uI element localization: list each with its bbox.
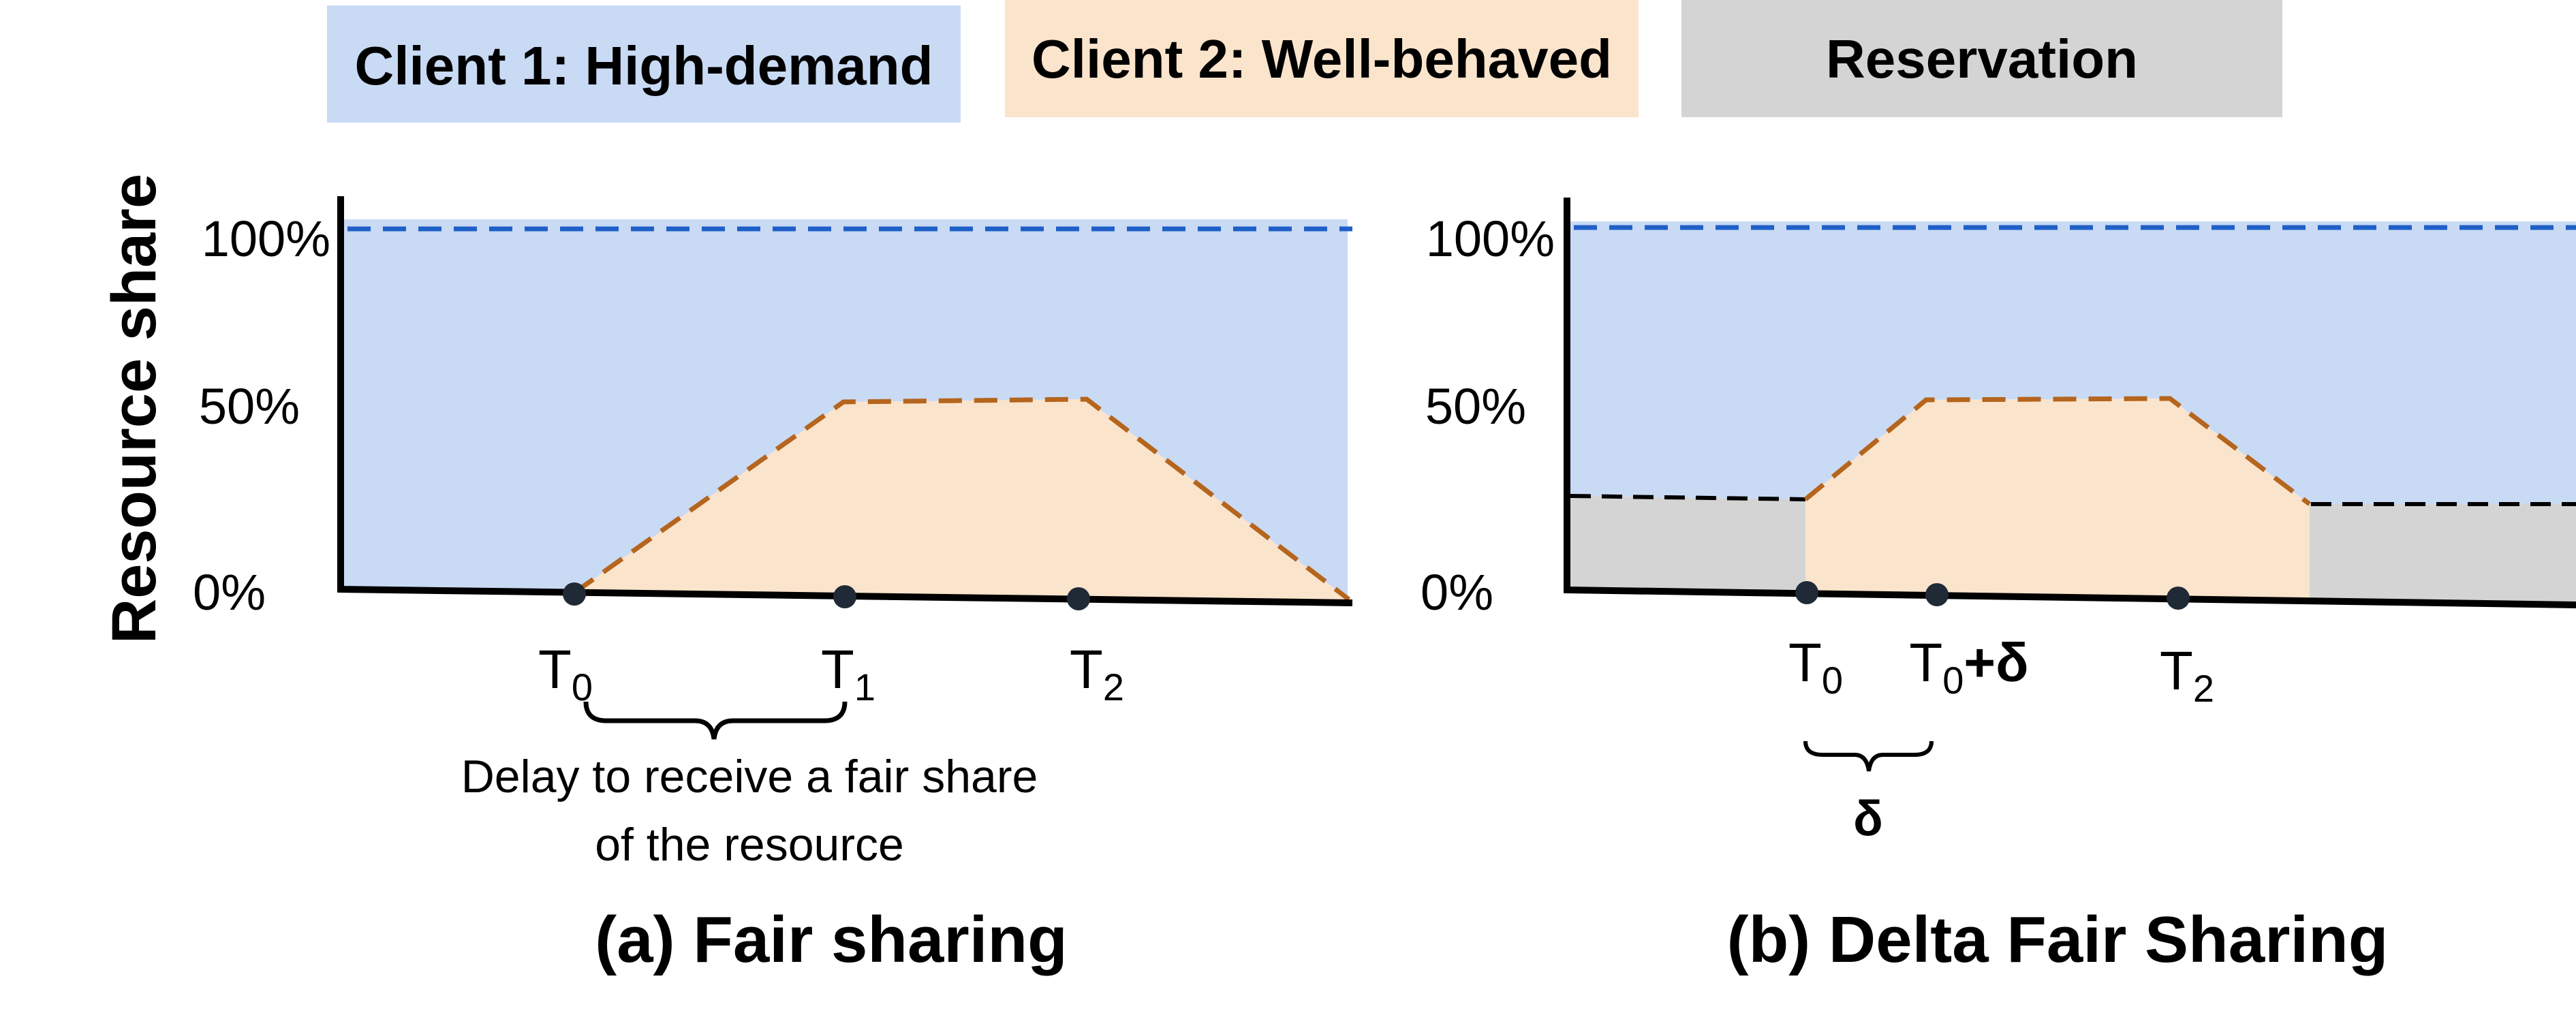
- panel-a-delay-brace: [583, 701, 848, 740]
- panel-b-ytick-0: 0%: [1421, 564, 1493, 621]
- panel-b-caption: (b) Delta Fair Sharing: [1727, 903, 2389, 976]
- panel-b-reservation-area-right: [2310, 504, 2576, 604]
- legend-client2: Client 2: Well-behaved: [1005, 0, 1639, 117]
- panel-b-marker-t0-delta: [1925, 583, 1949, 606]
- panel-b: 100% 50% 0% T0 T0+δ T2 δ (b) Delta Fair …: [1421, 198, 2576, 976]
- panel-b-marker-t2: [2167, 587, 2190, 610]
- panel-b-label-t2: T2: [2160, 640, 2214, 710]
- panel-b-brace-note: δ: [1853, 792, 1883, 846]
- panel-b-axes: [1564, 198, 2576, 608]
- panel-a-marker-t2: [1067, 587, 1090, 610]
- legend-reservation-swatch: [1681, 0, 2282, 117]
- panel-b-ytick-100: 100%: [1426, 210, 1555, 267]
- panel-a-axes: [337, 196, 1353, 606]
- panel-a-ytick-100: 100%: [202, 210, 330, 267]
- panel-b-label-t0-delta: T0+δ: [1909, 632, 2028, 702]
- panel-a-ytick-50: 50%: [199, 378, 300, 435]
- panel-a-label-t2: T2: [1070, 639, 1124, 708]
- panel-a-marker-t1: [833, 585, 856, 608]
- legend-reservation-label: Reservation: [1826, 29, 2138, 89]
- panel-b-label-t0: T0: [1788, 632, 1843, 702]
- panel-b-delta-brace: [1803, 740, 1934, 772]
- legend-reservation: Reservation: [1681, 0, 2282, 117]
- panel-b-client2-area: [1805, 399, 2310, 601]
- panel-b-client2-line: [1803, 396, 2312, 506]
- panel-b-reservation-line-left: [1570, 494, 1806, 501]
- panel-a: 100% 50% 0% T0 T1 T2 Delay to receive a …: [193, 196, 1353, 976]
- panel-a-caption: (a) Fair sharing: [595, 903, 1067, 976]
- legend-client2-swatch: [1005, 0, 1639, 117]
- panel-a-marker-t0: [563, 582, 586, 606]
- y-axis-title: Resource share: [99, 174, 169, 644]
- legend-client2-label: Client 2: Well-behaved: [1031, 29, 1612, 89]
- legend-client1-swatch: [327, 5, 961, 123]
- legend-client1-label: Client 1: High-demand: [355, 35, 933, 96]
- panel-b-marker-t0: [1795, 581, 1818, 604]
- panel-b-client1-area: [1567, 221, 2576, 504]
- legend-client1: Client 1: High-demand: [327, 5, 961, 123]
- panel-a-brace-note-line1: Delay to receive a fair share: [461, 751, 1038, 802]
- panel-a-client2-area: [574, 399, 1349, 599]
- panel-a-ytick-0: 0%: [193, 564, 266, 621]
- panel-a-label-t1: T1: [821, 639, 875, 708]
- panel-b-reservation-area-left: [1567, 496, 1805, 592]
- legend: Client 1: High-demand Client 2: Well-beh…: [327, 0, 2282, 123]
- panel-b-ytick-50: 50%: [1425, 378, 1526, 435]
- panel-a-brace-note-line2: of the resource: [595, 819, 904, 871]
- panel-a-label-t0: T0: [538, 639, 593, 708]
